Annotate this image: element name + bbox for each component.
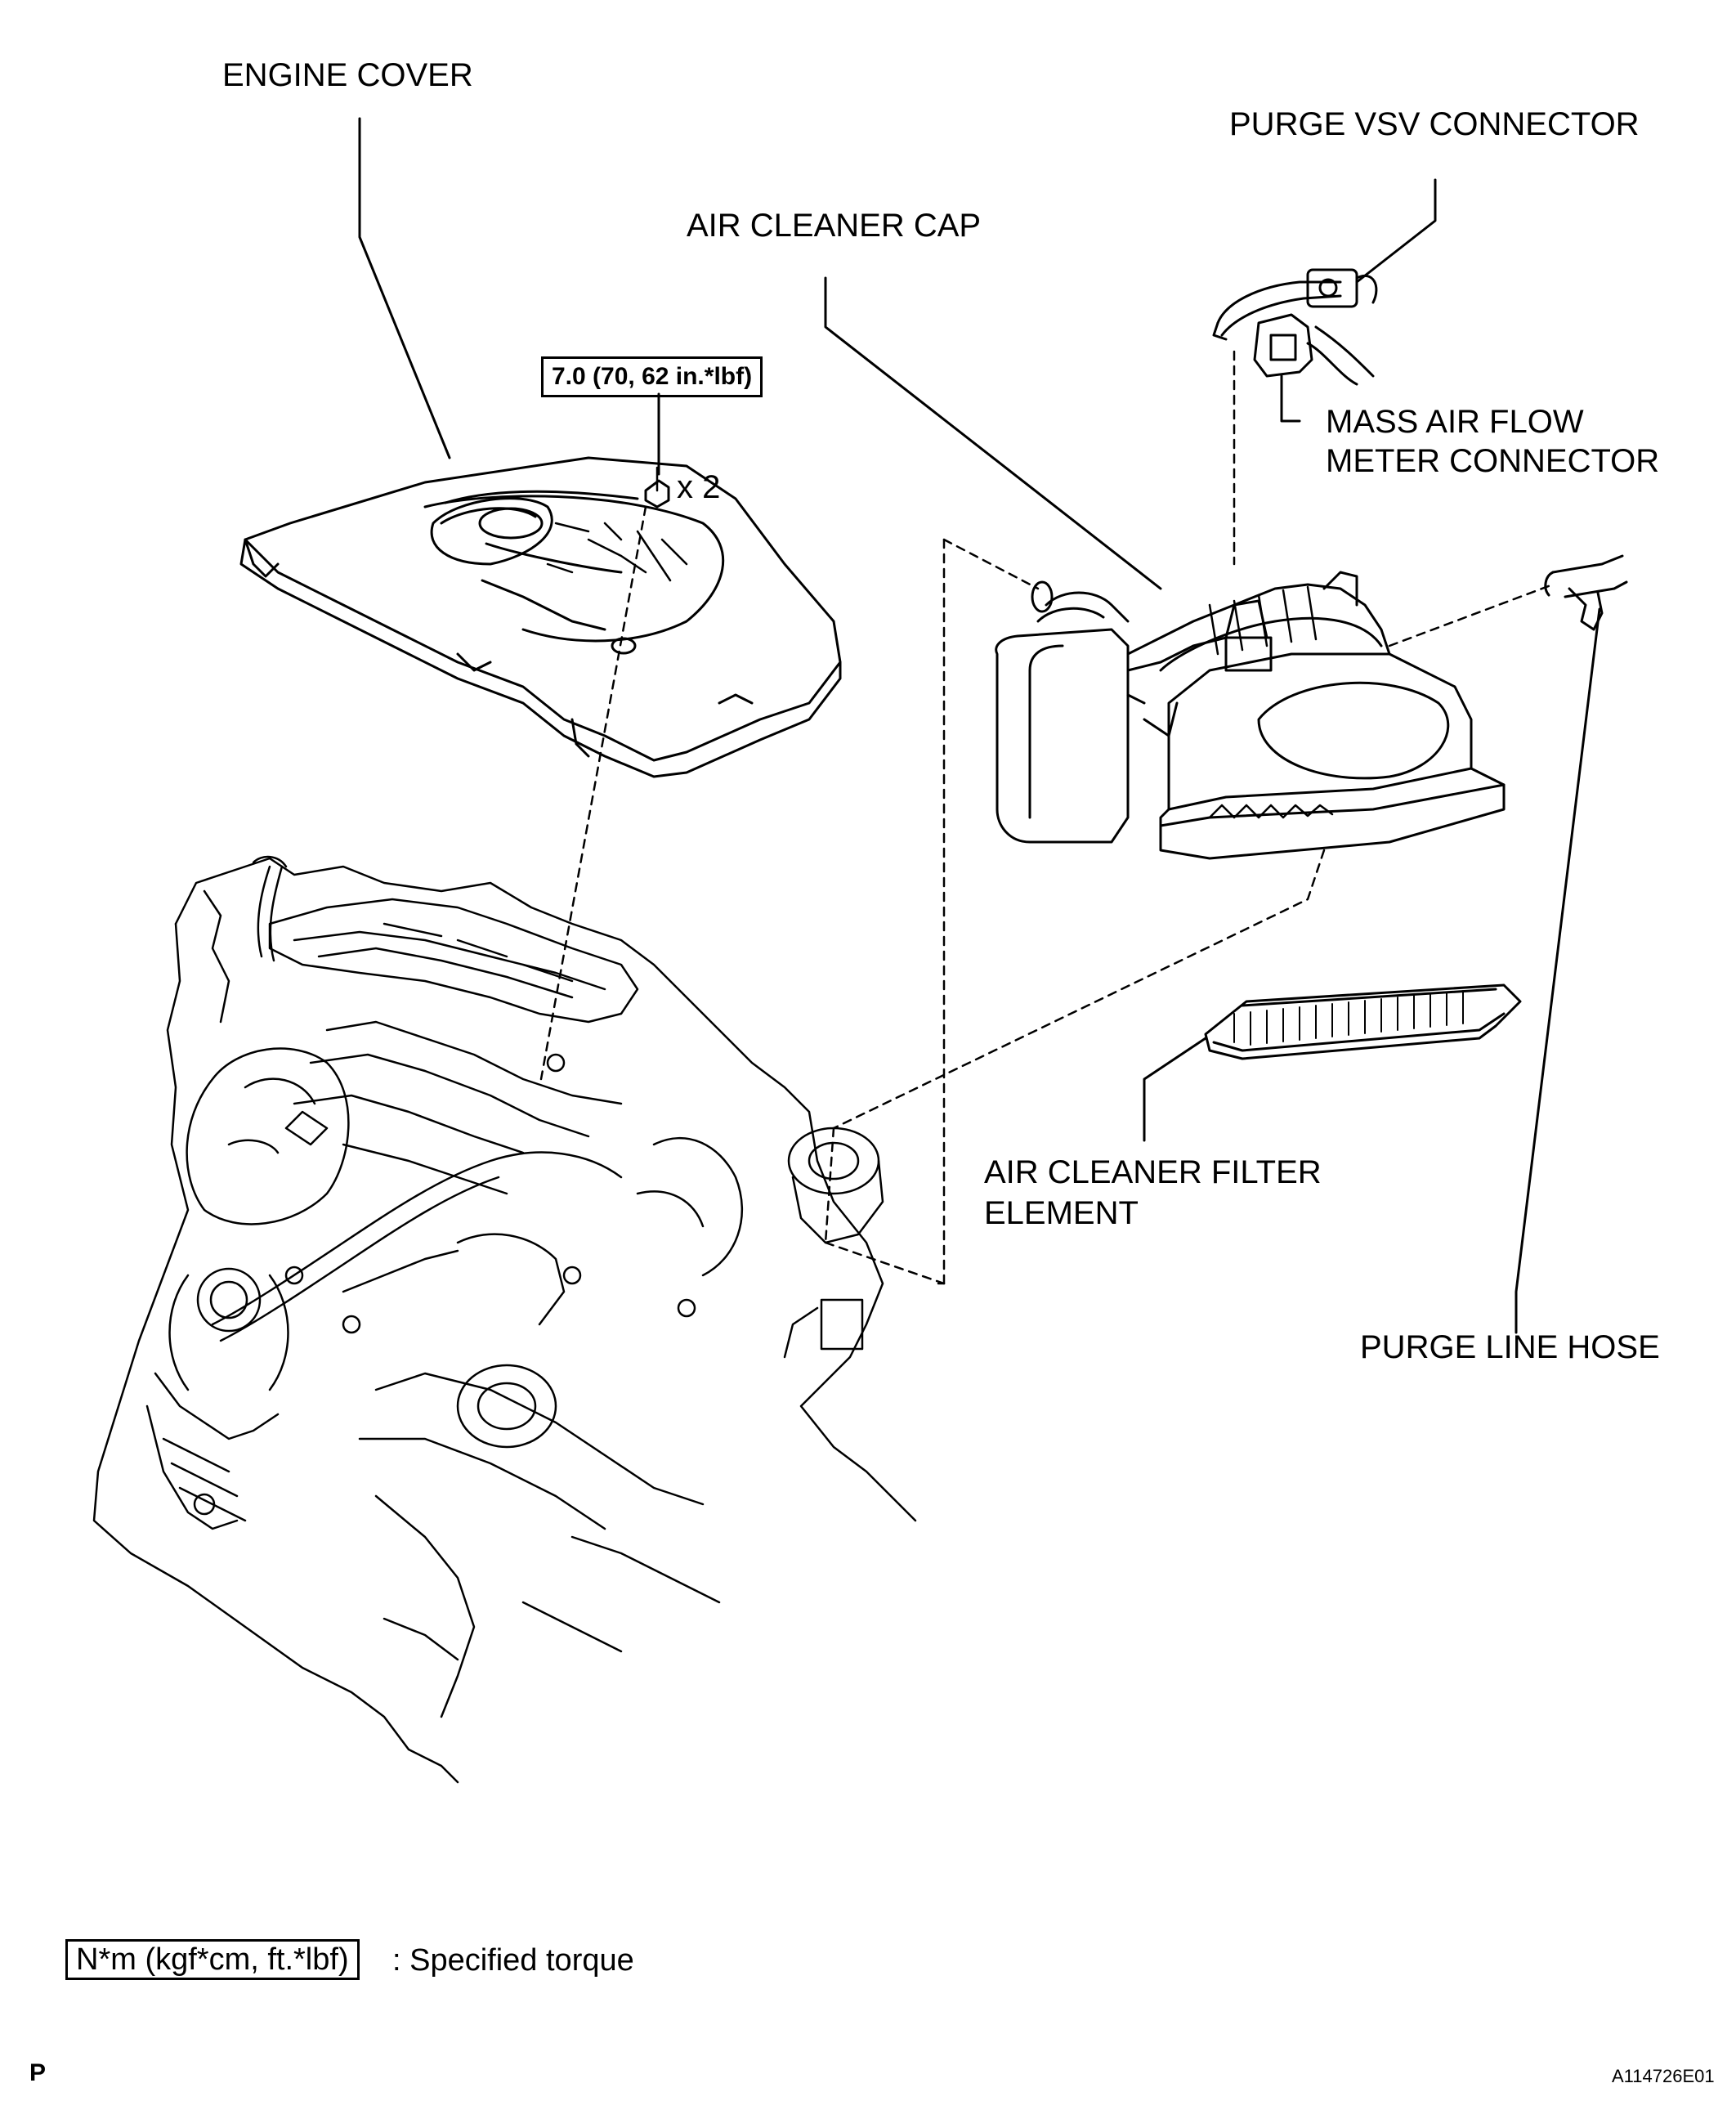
purge-line-hose-leader (1515, 607, 1601, 1334)
figure-id: A114726E01 (1612, 2066, 1715, 2086)
engine-cover-illustration (239, 456, 842, 778)
legend-unit-box: N*m (kgf*cm, ft.*lbf) (65, 1939, 360, 1980)
engine-cover-leader (358, 117, 451, 459)
engine-assembly-illustration (92, 855, 917, 1784)
fastener-quantity: x 2 (677, 469, 721, 505)
cover-nut (644, 466, 670, 508)
torque-spec-box: 7.0 (70, 62 in.*lbf) (541, 356, 763, 397)
label-air-cleaner-filter-line2: ELEMENT (984, 1195, 1139, 1231)
label-purge-line-hose: PURGE LINE HOSE (1360, 1329, 1660, 1365)
air-cleaner-guide-lines (824, 350, 1555, 1285)
air-cleaner-cap-illustration (995, 571, 1506, 860)
filter-element-leader (1143, 1037, 1207, 1142)
label-mass-air-flow-line1: MASS AIR FLOW (1326, 404, 1584, 440)
air-cleaner-cap-leader (824, 276, 1162, 590)
legend-description: : Specified torque (392, 1943, 634, 1978)
purge-line-hose-illustration (1544, 554, 1628, 631)
air-cleaner-filter-element-illustration (1204, 983, 1522, 1060)
mass-air-flow-leader (1280, 374, 1301, 423)
label-engine-cover: ENGINE COVER (222, 57, 473, 93)
label-purge-vsv-connector: PURGE VSV CONNECTOR (1229, 106, 1640, 142)
purge-vsv-connector-illustration (1212, 268, 1378, 341)
mass-air-flow-connector-illustration (1253, 313, 1375, 386)
label-mass-air-flow-line2: METER CONNECTOR (1326, 443, 1660, 479)
cover-fastener-guide-line (539, 505, 647, 1081)
label-air-cleaner-filter-line1: AIR CLEANER FILTER (984, 1154, 1322, 1190)
label-air-cleaner-cap: AIR CLEANER CAP (687, 208, 982, 244)
section-code: P (29, 2059, 47, 2086)
purge-vsv-leader (1355, 178, 1437, 284)
